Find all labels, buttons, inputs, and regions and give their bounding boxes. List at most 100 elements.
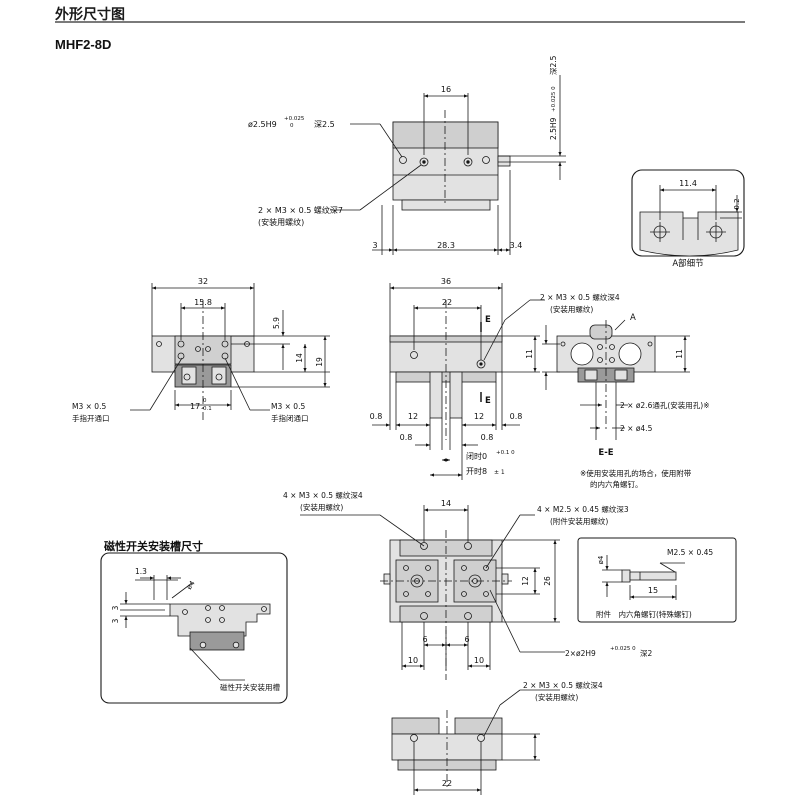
mag-dim-3a: 3 bbox=[111, 605, 120, 610]
hole-tol-lower: 0 bbox=[290, 123, 294, 129]
acc-label: 附件 内六角螺钉(特殊螺钉) bbox=[596, 609, 692, 619]
port-close-note: 手指闭通口 bbox=[271, 413, 309, 423]
bottom-view-labels: 4 × M3 × 0.5 螺纹深4 (安装用螺纹) 4 × M2.5 × 0.4… bbox=[283, 490, 652, 665]
dim-17-tol-lower: -0.1 bbox=[201, 406, 212, 412]
dim-6-right: 6 bbox=[464, 635, 469, 644]
side-callout: 2.5H9 bbox=[549, 117, 558, 140]
section-mark-e-bottom: E bbox=[485, 396, 491, 406]
mag-dim-3b: 3 bbox=[111, 618, 120, 623]
end-view bbox=[391, 689, 560, 795]
closed-tol: +0.1 0 bbox=[496, 450, 515, 456]
dim-12-bv: 12 bbox=[521, 576, 530, 586]
hole-tol-upper: +0.025 bbox=[284, 116, 305, 122]
magnetic-slot-title: 磁性开关安装槽尺寸 bbox=[104, 540, 203, 553]
dim-3-4: 3.4 bbox=[510, 241, 523, 250]
side-depth: 深2.5 bbox=[549, 55, 558, 75]
bottom-view bbox=[300, 505, 565, 680]
detail-a-label: A部细节 bbox=[672, 258, 704, 269]
ev-callout-note: (安装用螺纹) bbox=[535, 692, 578, 702]
accessory-frame bbox=[577, 537, 737, 623]
pin-depth: 深2 bbox=[640, 649, 652, 658]
dim-10-right: 10 bbox=[474, 656, 484, 665]
thread-callout: 2 × M3 × 0.5 螺纹深7 bbox=[258, 205, 343, 215]
dim-10-left: 10 bbox=[408, 656, 418, 665]
dim-6-left: 6 bbox=[422, 635, 427, 644]
dim-12-a: 12 bbox=[408, 412, 418, 421]
ee-callout: 2 × M3 × 0.5 螺纹深4 bbox=[540, 292, 620, 302]
bv-callout-m25-note: (附件安装用螺纹) bbox=[550, 516, 608, 526]
bv-callout-m3-note: (安装用螺纹) bbox=[300, 502, 343, 512]
side-notch bbox=[497, 155, 511, 167]
section-ee-label: E-E bbox=[598, 448, 613, 458]
open-tol: ± 1 bbox=[494, 469, 505, 476]
acc-dim-15: 15 bbox=[648, 586, 658, 595]
pin-hole-left bbox=[399, 156, 407, 164]
magnetic-labels: 1.3 3 3 ø4 磁性开关安装用槽 bbox=[111, 567, 280, 692]
hole-depth: 深2.5 bbox=[314, 120, 335, 129]
thread-hole-right bbox=[463, 157, 473, 167]
dim-16: 16 bbox=[441, 85, 451, 94]
dim-19: 19 bbox=[315, 357, 324, 367]
thread-hole-left bbox=[419, 157, 429, 167]
dim-17-tol-upper: 0 bbox=[203, 398, 207, 404]
section-mark-e-top: E bbox=[485, 315, 491, 325]
dim-22-ev: 22 bbox=[442, 779, 452, 788]
magnetic-frame bbox=[100, 552, 288, 704]
pin-tol: +0.025 0 bbox=[610, 646, 636, 652]
dim-14: 14 bbox=[295, 353, 304, 363]
dim-28-3: 28.3 bbox=[437, 241, 455, 250]
detail-a-frame bbox=[631, 169, 745, 257]
dim-0-8-a: 0.8 bbox=[370, 412, 383, 421]
acc-dim-4: ø4 bbox=[597, 555, 605, 564]
footnote-line-2: 的内六角螺钉。 bbox=[590, 479, 643, 489]
dim-0-2: 0.2 bbox=[733, 198, 741, 209]
accessory-labels: M2.5 × 0.45 ø4 15 附件 内六角螺钉(特殊螺钉) bbox=[596, 548, 713, 619]
dim-32: 32 bbox=[198, 277, 208, 286]
dim-14-bv: 14 bbox=[441, 499, 451, 508]
closed-label: 闭时0 bbox=[466, 451, 487, 461]
acc-thread: M2.5 × 0.45 bbox=[667, 548, 713, 557]
left-view-labels: 32 15.8 5.9 14 19 17 0 -0.1 M3 × 0.5 手指开… bbox=[72, 277, 324, 423]
hole-callout: ø2.5H9 bbox=[248, 120, 277, 129]
dim-0-8-c: 0.8 bbox=[400, 433, 413, 442]
dim-0-8-b: 0.8 bbox=[510, 412, 523, 421]
thread-note: (安装用螺纹) bbox=[258, 217, 304, 227]
ee-callout-note: (安装用螺纹) bbox=[550, 304, 593, 314]
section-ee-labels: 2 × M3 × 0.5 螺纹深4 (安装用螺纹) A 11 2 × ø2.6通… bbox=[540, 292, 709, 489]
side-tol: +0.025 0 bbox=[551, 86, 557, 112]
dim-15-8: 15.8 bbox=[194, 298, 212, 307]
port-open: M3 × 0.5 bbox=[72, 402, 106, 411]
mag-dim-phi4: ø4 bbox=[185, 579, 197, 591]
hole-counterbore: 2 × ø4.5 bbox=[620, 424, 653, 433]
bv-callout-m3: 4 × M3 × 0.5 螺纹深4 bbox=[283, 490, 363, 500]
top-view bbox=[330, 75, 566, 255]
top-view-labels: 16 3 28.3 3.4 ø2.5H9 +0.025 0 深2.5 2 × M… bbox=[248, 55, 558, 250]
open-label: 开时8 bbox=[466, 466, 487, 476]
detail-a-marker: A bbox=[630, 313, 636, 323]
end-view-labels: 2 × M3 × 0.5 螺纹深4 (安装用螺纹) 22 bbox=[442, 680, 603, 788]
finger-left bbox=[429, 371, 443, 419]
dim-12-b: 12 bbox=[474, 412, 484, 421]
dim-0-8-d: 0.8 bbox=[481, 433, 494, 442]
dim-11-4: 11.4 bbox=[679, 179, 697, 188]
top-view-jaw-area bbox=[392, 121, 499, 149]
footnote-line-1: ※使用安装用孔的场合，使用附带 bbox=[580, 468, 692, 478]
front-view bbox=[372, 283, 545, 480]
left-view bbox=[130, 283, 330, 420]
mag-slot-note: 磁性开关安装用槽 bbox=[220, 682, 280, 692]
ev-callout: 2 × M3 × 0.5 螺纹深4 bbox=[523, 680, 603, 690]
pin-hole: 2×ø2H9 bbox=[565, 649, 596, 658]
mag-dim-1-3: 1.3 bbox=[135, 567, 147, 576]
dim-11-ee: 11 bbox=[675, 349, 684, 359]
finger-right bbox=[449, 371, 463, 419]
section-title-rule bbox=[55, 21, 745, 23]
dim-36: 36 bbox=[441, 277, 451, 286]
model-number: MHF2-8D bbox=[55, 37, 112, 52]
dim-26-bv: 26 bbox=[543, 576, 552, 586]
dim-11-front: 11 bbox=[525, 349, 534, 359]
section-title: 外形尺寸图 bbox=[55, 7, 125, 23]
front-view-labels: 36 22 E E 11 0.8 12 12 0.8 0.8 0.8 闭时0 +… bbox=[370, 277, 534, 476]
pin-hole-right bbox=[482, 156, 490, 164]
port-open-note: 手指开通口 bbox=[72, 413, 110, 423]
